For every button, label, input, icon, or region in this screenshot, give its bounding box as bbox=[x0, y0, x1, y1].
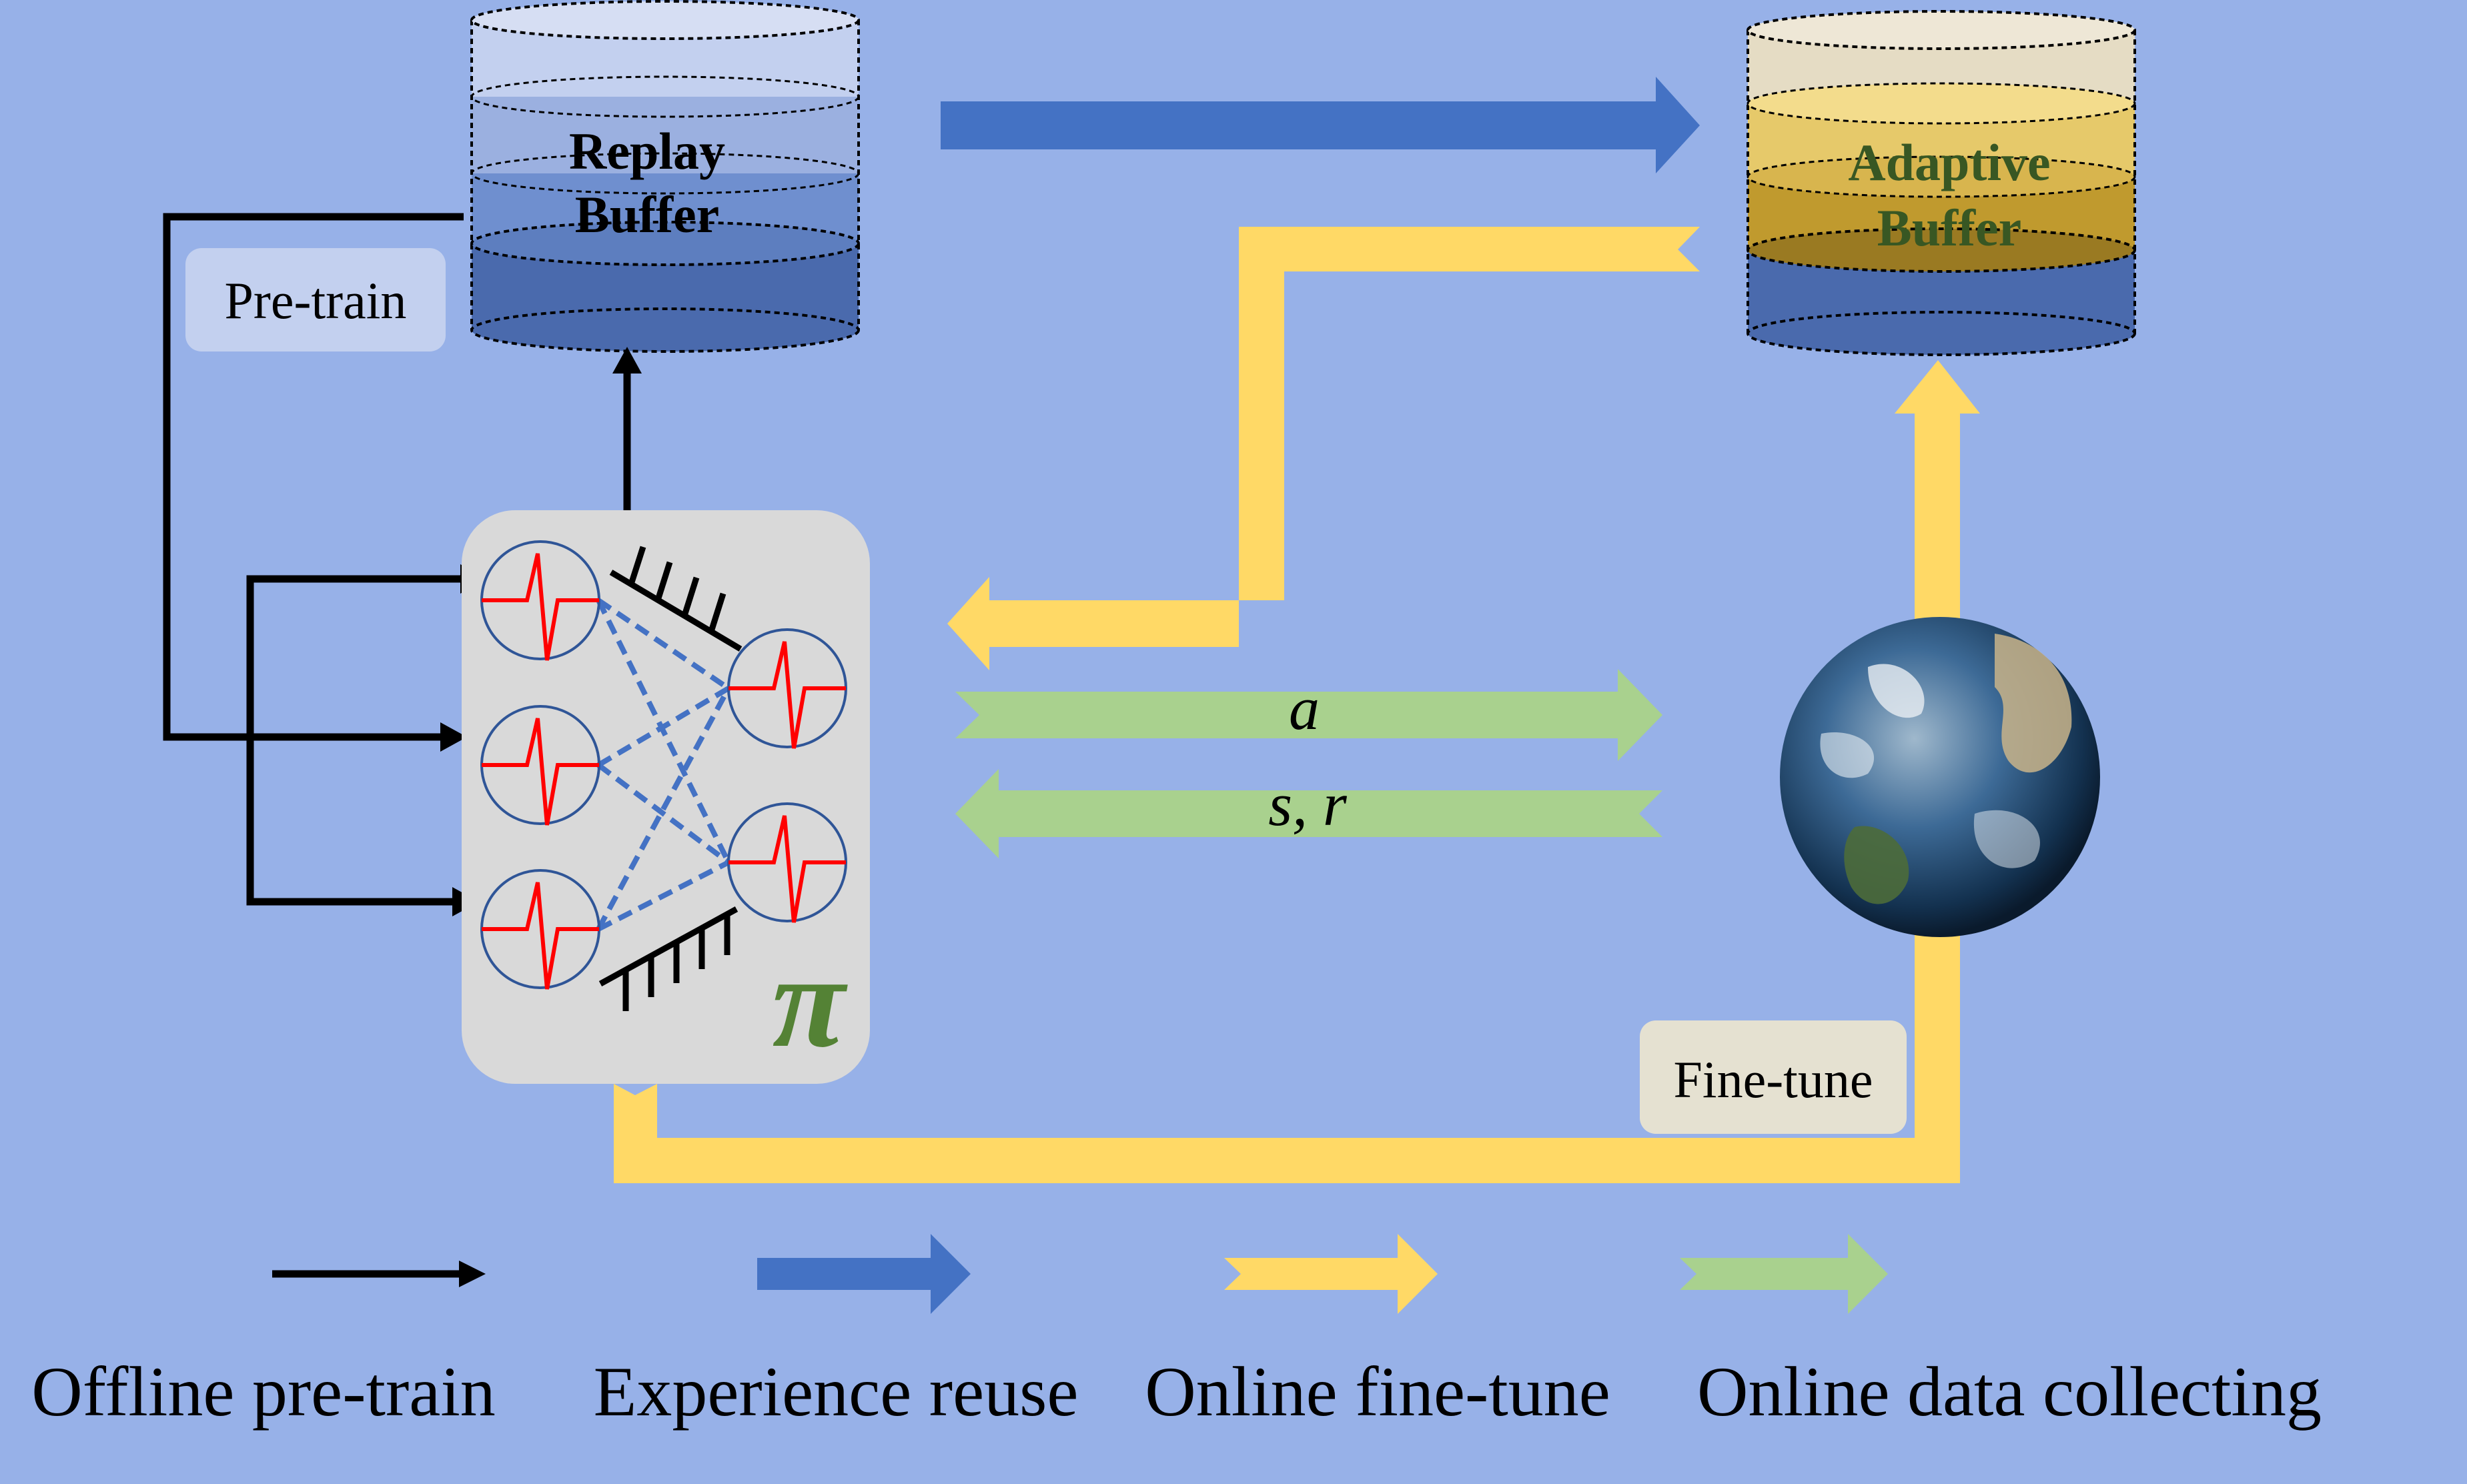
neuron bbox=[480, 869, 600, 990]
legend-label-offline-pretrain: Offline pre-train bbox=[31, 1353, 496, 1431]
state-reward-arrow bbox=[955, 769, 1662, 858]
legend-item-offline-pretrain: Offline pre-train bbox=[31, 1261, 496, 1431]
finetune-label: Fine-tune bbox=[1674, 1050, 1873, 1108]
action-label: a bbox=[1289, 674, 1320, 742]
adaptive-buffer-label-line2: Buffer bbox=[1877, 199, 2022, 257]
neuron bbox=[480, 540, 600, 661]
pretrain-label: Pre-train bbox=[225, 271, 407, 329]
legend-label-online-finetune: Online fine-tune bbox=[1145, 1353, 1610, 1431]
legend: Offline pre-train Experience reuse Onlin… bbox=[31, 1234, 2322, 1431]
pretrain-label-box bbox=[185, 248, 446, 351]
legend-label-experience-reuse: Experience reuse bbox=[594, 1353, 1079, 1431]
pretrain-connectors bbox=[163, 213, 631, 906]
finetune-label-box bbox=[1640, 1020, 1907, 1134]
legend-item-experience-reuse: Experience reuse bbox=[594, 1234, 1079, 1431]
neuron bbox=[727, 628, 847, 749]
legend-label-online-data-collecting: Online data collecting bbox=[1697, 1353, 2322, 1431]
replay-buffer-label-line1: Replay bbox=[569, 122, 725, 180]
replay-buffer: Replay Buffer bbox=[470, 0, 860, 353]
state-reward-label: s, r bbox=[1268, 770, 1348, 838]
action-arrow bbox=[955, 669, 1662, 761]
neuron bbox=[727, 802, 847, 923]
neuron bbox=[480, 705, 600, 826]
finetune-return-arrow bbox=[947, 227, 1700, 670]
experience-reuse-arrow bbox=[941, 77, 1700, 173]
adaptive-buffer: Adaptive Buffer bbox=[1747, 10, 2136, 356]
legend-item-online-data-collecting: Online data collecting bbox=[1680, 1234, 2322, 1431]
earth-icon bbox=[1780, 617, 2100, 937]
legend-item-online-finetune: Online fine-tune bbox=[1145, 1234, 1610, 1431]
policy-symbol: π bbox=[772, 928, 848, 1075]
policy-network: π bbox=[462, 510, 870, 1084]
replay-buffer-label-line2: Buffer bbox=[575, 185, 720, 243]
adaptive-buffer-label-line1: Adaptive bbox=[1848, 133, 2050, 191]
